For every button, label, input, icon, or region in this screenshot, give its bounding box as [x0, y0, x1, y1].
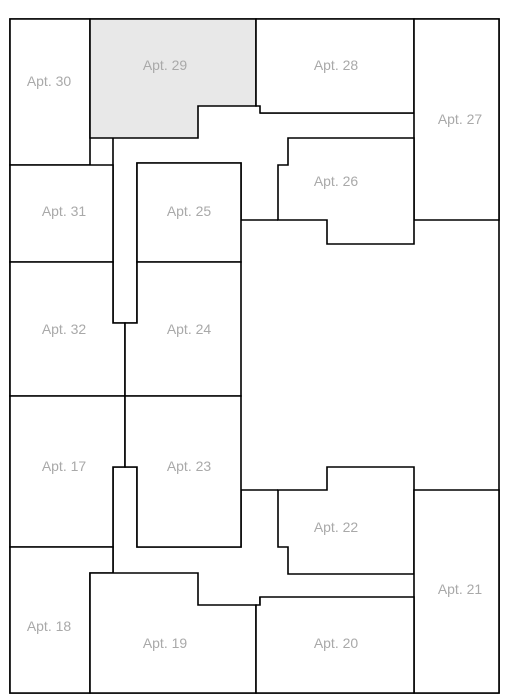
- unit-outline: [89, 572, 257, 694]
- unit-label: Apt. 22: [314, 519, 359, 535]
- unit-label: Apt. 21: [438, 581, 483, 597]
- unit-label: Apt. 31: [42, 203, 87, 219]
- unit-apt-25[interactable]: Apt. 25: [136, 162, 242, 263]
- unit-label: Apt. 17: [42, 458, 87, 474]
- unit-label: Apt. 20: [314, 635, 359, 651]
- unit-apt-28[interactable]: Apt. 28: [255, 18, 415, 114]
- unit-label: Apt. 23: [167, 458, 212, 474]
- unit-label: Apt. 28: [314, 57, 359, 73]
- unit-outline: [124, 395, 242, 548]
- unit-label: Apt. 19: [143, 635, 188, 651]
- unit-apt-20[interactable]: Apt. 20: [255, 596, 415, 694]
- unit-outline: [89, 18, 257, 139]
- unit-apt-23[interactable]: Apt. 23: [124, 395, 242, 548]
- unit-apt-29[interactable]: Apt. 29: [89, 18, 257, 139]
- unit-apt-27[interactable]: Apt. 27: [413, 18, 500, 221]
- unit-apt-21[interactable]: Apt. 21: [413, 489, 500, 694]
- unit-apt-30[interactable]: Apt. 30: [9, 18, 91, 166]
- unit-apt-32[interactable]: Apt. 32: [9, 261, 126, 397]
- unit-apt-26[interactable]: Apt. 26: [277, 137, 415, 245]
- unit-apt-22[interactable]: Apt. 22: [277, 466, 415, 575]
- unit-label: Apt. 32: [42, 321, 87, 337]
- unit-label: Apt. 27: [438, 111, 483, 127]
- unit-outline: [9, 18, 91, 166]
- unit-label: Apt. 24: [167, 321, 212, 337]
- unit-apt-17[interactable]: Apt. 17: [9, 395, 126, 548]
- unit-label: Apt. 25: [167, 203, 212, 219]
- unit-label: Apt. 30: [27, 73, 72, 89]
- unit-outline: [277, 137, 415, 245]
- unit-outline: [255, 596, 415, 694]
- unit-apt-31[interactable]: Apt. 31: [9, 164, 114, 263]
- unit-apt-19[interactable]: Apt. 19: [89, 572, 257, 694]
- unit-label: Apt. 18: [27, 618, 72, 634]
- unit-label: Apt. 26: [314, 173, 359, 189]
- unit-apt-18[interactable]: Apt. 18: [9, 546, 114, 694]
- unit-label: Apt. 29: [143, 57, 188, 73]
- unit-apt-24[interactable]: Apt. 24: [124, 261, 242, 397]
